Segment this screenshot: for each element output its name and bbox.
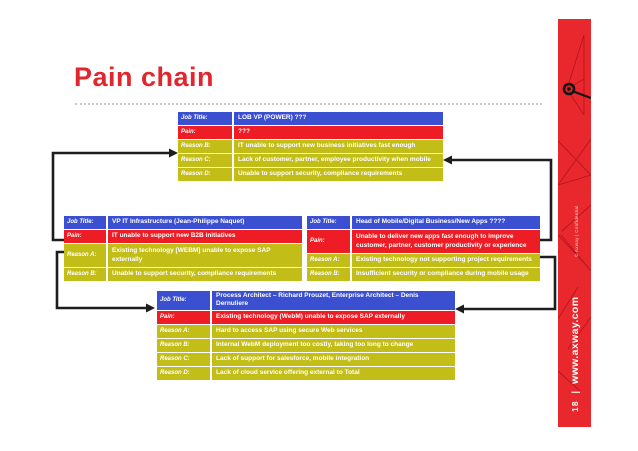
row-value: Lack of cloud service offering external …	[212, 366, 455, 380]
row-value: Lack of customer, partner, employee prod…	[234, 154, 443, 167]
table-row: Job Title:Process Architect – Richard Pr…	[157, 291, 455, 310]
row-label: Reason C:	[178, 154, 232, 167]
table-row: Pain:???	[178, 126, 443, 139]
row-label: Reason A:	[157, 324, 210, 338]
row-label: Reason D:	[178, 168, 232, 181]
row-label: Pain:	[64, 230, 106, 243]
pain-table-left: Job Title:VP IT Infrastructure (Jean-Phi…	[64, 216, 302, 282]
row-label: Job Title:	[64, 216, 106, 229]
arrowhead-icon	[146, 303, 155, 313]
row-value: Head of Mobile/Digital Business/New Apps…	[352, 216, 540, 229]
row-label: Reason B:	[157, 338, 210, 352]
row-label: Reason B:	[178, 140, 232, 153]
row-label: Reason D:	[157, 366, 210, 380]
pain-table-right: Job Title:Head of Mobile/Digital Busines…	[307, 216, 540, 282]
row-value: Existing technology (WebM) unable to exp…	[212, 310, 455, 324]
row-label: Job Title:	[157, 291, 210, 310]
row-label: Pain:	[157, 310, 210, 324]
page-title: Pain chain	[74, 62, 215, 92]
table-row: Pain:Existing technology (WebM) unable t…	[157, 310, 455, 324]
table-row: Reason D:Unable to support security, com…	[178, 168, 443, 181]
row-value: Lack of support for salesforce, mobile i…	[212, 352, 455, 366]
arrowhead-icon	[455, 304, 464, 314]
website-text: www.axway.com	[569, 296, 581, 384]
table-row: Reason A:Existing technology not support…	[307, 254, 540, 267]
table-row: Reason B:Insufficient security or compli…	[307, 268, 540, 281]
row-label: Reason B:	[64, 268, 106, 281]
row-label: Reason A:	[64, 244, 106, 267]
table-row: Reason B:Internal WebM deployment too co…	[157, 338, 455, 352]
row-label: Reason C:	[157, 352, 210, 366]
row-label: Reason A:	[307, 254, 350, 267]
table-row: Job Title:LOB VP (POWER) ???	[178, 112, 443, 125]
table-row: Reason A:Hard to access SAP using secure…	[157, 324, 455, 338]
arrowhead-icon	[443, 155, 452, 165]
row-value: Unable to support security, compliance r…	[234, 168, 443, 181]
row-label: Pain:	[178, 126, 232, 139]
title-divider	[75, 103, 542, 105]
table-row: Reason C:Lack of customer, partner, empl…	[178, 154, 443, 167]
row-value: Insufficient security or compliance duri…	[352, 268, 540, 281]
pain-table-top: Job Title:LOB VP (POWER) ???Pain:???Reas…	[178, 112, 443, 182]
row-value: IT unable to support new B2B initiatives	[108, 230, 302, 243]
table-row: Job Title:Head of Mobile/Digital Busines…	[307, 216, 540, 229]
table-row: Reason B:IT unable to support new busine…	[178, 140, 443, 153]
sidebar-brand-strip	[558, 19, 591, 427]
pain-table-bottom: Job Title:Process Architect – Richard Pr…	[157, 291, 455, 381]
page-number: 18	[570, 400, 580, 412]
row-value: Unable to support security, compliance r…	[108, 268, 302, 281]
row-value: Process Architect – Richard Prouzet, Ent…	[212, 291, 455, 310]
sidebar-page-info: 18 | www.axway.com	[560, 220, 590, 420]
row-label: Pain:	[307, 230, 350, 253]
row-value: LOB VP (POWER) ???	[234, 112, 443, 125]
row-value: Unable to deliver new apps fast enough t…	[352, 230, 540, 253]
row-value: Existing technology [WEBM] unable to exp…	[108, 244, 302, 267]
table-row: Job Title:VP IT Infrastructure (Jean-Phi…	[64, 216, 302, 229]
row-value: Internal WebM deployment too costly, tak…	[212, 338, 455, 352]
row-value: VP IT Infrastructure (Jean-Philippe Naqu…	[108, 216, 302, 229]
row-label: Job Title:	[307, 216, 350, 229]
axway-logo-icon	[562, 82, 591, 100]
pipe-separator: |	[570, 391, 580, 394]
row-value: IT unable to support new business initia…	[234, 140, 443, 153]
table-row: Reason D:Lack of cloud service offering …	[157, 366, 455, 380]
row-label: Job Title:	[178, 112, 232, 125]
table-row: Reason C:Lack of support for salesforce,…	[157, 352, 455, 366]
arrowhead-icon	[169, 148, 178, 158]
row-label: Reason B:	[307, 268, 350, 281]
table-row: Reason B:Unable to support security, com…	[64, 268, 302, 281]
row-value: Existing technology not supporting proje…	[352, 254, 540, 267]
table-row: Pain:IT unable to support new B2B initia…	[64, 230, 302, 243]
row-value: ???	[234, 126, 443, 139]
row-value: Hard to access SAP using secure Web serv…	[212, 324, 455, 338]
table-row: Pain:Unable to deliver new apps fast eno…	[307, 230, 540, 253]
sidebar-pattern-graphic	[558, 34, 591, 392]
table-row: Reason A:Existing technology [WEBM] unab…	[64, 244, 302, 267]
